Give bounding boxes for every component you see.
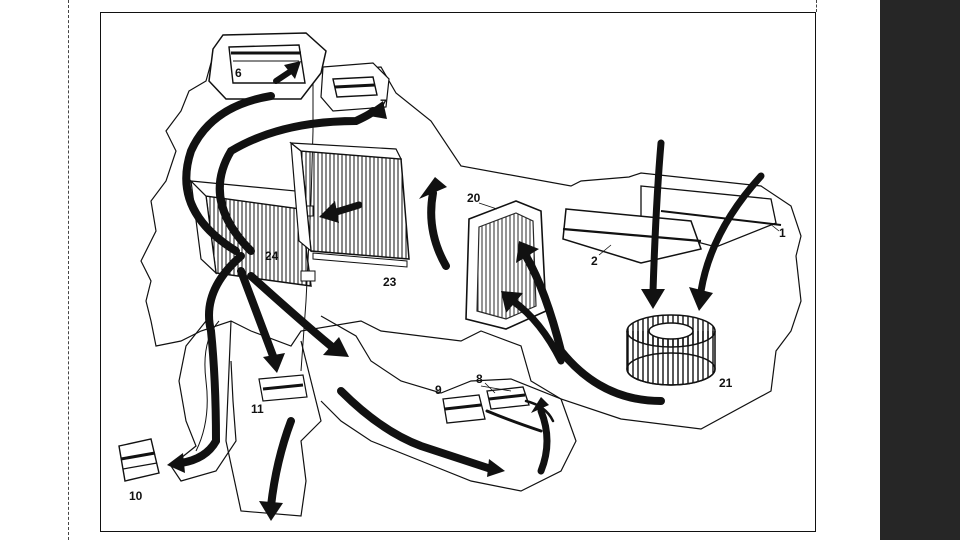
callout-8: 8 [476, 372, 483, 386]
vent-8 [486, 386, 530, 410]
hvac-airflow-diagram: 6 7 1 2 20 21 23 24 8 9 11 10 [118, 32, 802, 521]
callout-1: 1 [779, 226, 786, 240]
left-guide-line [68, 0, 69, 540]
vent-9 [442, 394, 486, 424]
blower-21 [626, 314, 716, 386]
vent-11 [258, 374, 308, 402]
right-guide-line [816, 0, 817, 12]
vent-10 [118, 438, 160, 482]
callout-20: 20 [467, 191, 481, 205]
slide-canvas: 6 7 1 2 20 21 23 24 8 9 11 10 [68, 0, 817, 540]
callout-10: 10 [129, 489, 143, 503]
callout-9: 9 [435, 383, 442, 397]
dark-side-panel [880, 0, 960, 540]
callout-leaders [478, 202, 780, 394]
heater-housing-outline [140, 58, 802, 430]
airflow-arrows [167, 61, 765, 521]
center-duct [225, 320, 322, 517]
callout-23: 23 [383, 275, 397, 289]
callout-21: 21 [719, 376, 733, 390]
callout-2: 2 [591, 254, 598, 268]
vent-6 [208, 32, 327, 100]
callout-24: 24 [265, 249, 279, 263]
callout-11: 11 [251, 402, 264, 416]
diagram-frame: 6 7 1 2 20 21 23 24 8 9 11 10 [100, 12, 816, 532]
lower-right-duct [320, 315, 577, 492]
callout-6: 6 [235, 66, 242, 80]
callout-7: 7 [380, 97, 387, 111]
vent-7 [320, 62, 390, 112]
flap-2 [562, 208, 702, 264]
